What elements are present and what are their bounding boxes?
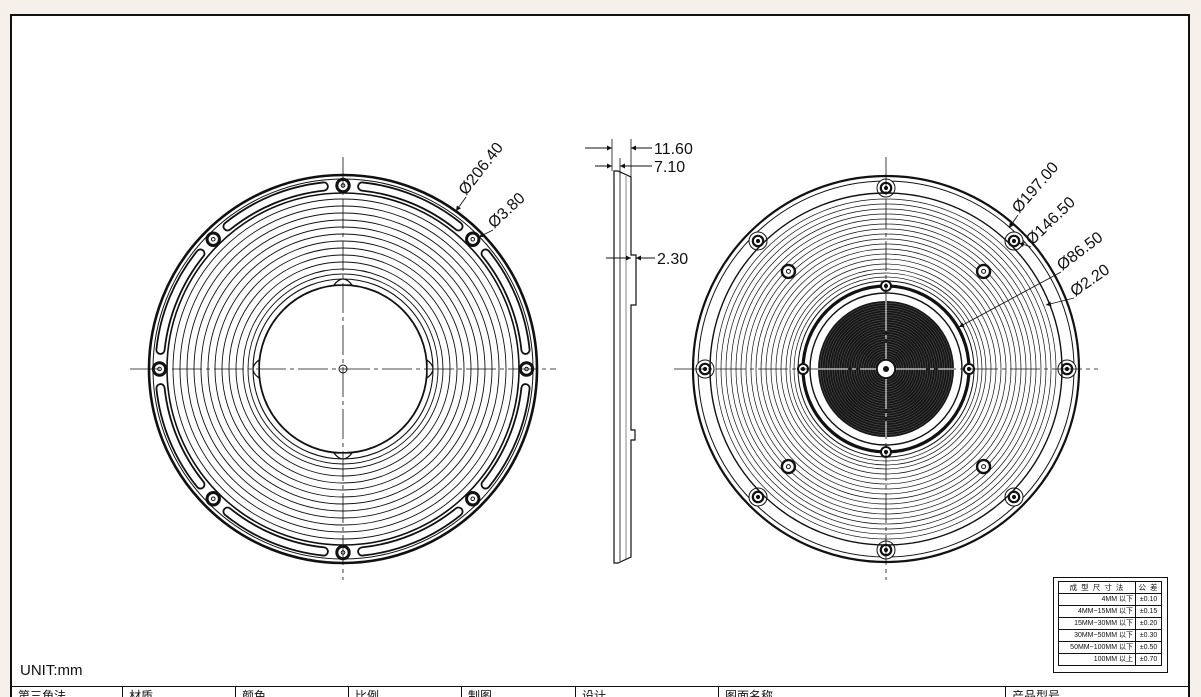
- title-block-cell: 产品型号: [1005, 687, 1188, 697]
- tolerance-row: 50MM~100MM 以下 ±0.50: [1058, 641, 1162, 654]
- mounting-slot-interior: [482, 384, 529, 488]
- title-block-cell: 制图: [461, 687, 575, 697]
- dimensions: [455, 139, 1075, 328]
- mounting-slot-interior: [358, 508, 462, 555]
- screw-hole: [780, 263, 797, 280]
- tolerance-header-row: 成 型 尺 寸 法 公 差: [1058, 581, 1162, 594]
- mounting-hole-center: [210, 236, 216, 242]
- tolerance-range: 100MM 以上: [1058, 653, 1136, 666]
- screw-hole-center: [981, 464, 987, 470]
- tolerance-value: ±0.15: [1135, 605, 1162, 618]
- screw-hole-center: [785, 464, 791, 470]
- tolerance-range: 50MM~100MM 以下: [1058, 641, 1136, 654]
- title-block-cell: 颜色: [235, 687, 348, 697]
- unit-label: UNIT:mm: [20, 662, 83, 679]
- hole-diameter-leader: [478, 229, 494, 238]
- title-block-cell: 材质: [122, 687, 235, 697]
- drafter-label: 制图: [468, 689, 493, 697]
- fixing-hole-center: [755, 238, 761, 244]
- outer-diameter-leader: [455, 196, 467, 212]
- tolerance-range: 30MM~50MM 以下: [1058, 629, 1136, 642]
- tolerance-row: 100MM 以上 ±0.70: [1058, 653, 1162, 666]
- mounting-hole: [205, 231, 221, 247]
- aperture-tab: [332, 278, 354, 286]
- mounting-hole: [465, 231, 481, 247]
- fixing-hole-center: [1011, 238, 1017, 244]
- side-profile: [613, 170, 637, 564]
- front-view: [130, 157, 556, 580]
- projection-method-label: 第三角法: [18, 689, 67, 697]
- tolerance-table: 成 型 尺 寸 法 公 差 4MM 以下 ±0.10 4MM~15MM 以下 ±…: [1053, 577, 1168, 673]
- hole-circle-leader: [1018, 242, 1032, 248]
- mounting-slot-interior: [157, 250, 204, 354]
- screw-hole: [975, 263, 992, 280]
- front-outer-diameter-label: Ø206.40: [456, 140, 507, 199]
- center-point: [883, 366, 889, 372]
- flange-thickness-label: 7.10: [654, 159, 685, 176]
- tolerance-range: 4MM~15MM 以下: [1058, 605, 1136, 618]
- tolerance-range: 4MM 以下: [1058, 593, 1136, 606]
- tolerance-value: ±0.20: [1135, 617, 1162, 630]
- tolerance-row: 15MM~30MM 以下 ±0.20: [1058, 617, 1162, 630]
- screw-hole-center: [981, 268, 987, 274]
- screw-hole: [780, 458, 797, 475]
- tolerance-grid: 成 型 尺 寸 法 公 差 4MM 以下 ±0.10 4MM~15MM 以下 ±…: [1058, 581, 1162, 666]
- title-block-cell: 比例: [348, 687, 461, 697]
- back-hole-leader: [1045, 297, 1075, 307]
- scale-label: 比例: [355, 689, 380, 697]
- tolerance-value: ±0.70: [1135, 653, 1162, 666]
- mounting-slot-interior: [358, 183, 462, 230]
- side-view: [613, 170, 637, 564]
- product-model-label: 产品型号: [1012, 689, 1061, 697]
- tolerance-row: 30MM~50MM 以下 ±0.30: [1058, 629, 1162, 642]
- tolerance-row: 4MM~15MM 以下 ±0.15: [1058, 605, 1162, 618]
- tolerance-header-range: 成 型 尺 寸 法: [1058, 581, 1136, 594]
- title-block-cell: 设计: [575, 687, 718, 697]
- tolerance-value: ±0.50: [1135, 641, 1162, 654]
- mounting-slot-interior: [224, 183, 328, 230]
- back-view: [674, 157, 1098, 580]
- tolerance-value: ±0.30: [1135, 629, 1162, 642]
- front-hole-diameter-label: Ø3.80: [485, 190, 529, 232]
- lip-height-label: 2.30: [657, 251, 688, 268]
- fixing-hole-center: [1011, 494, 1017, 500]
- tolerance-value: ±0.10: [1135, 593, 1162, 606]
- overall-thickness-label: 11.60: [654, 141, 693, 158]
- mounting-hole-center: [210, 496, 216, 502]
- fixing-hole-center: [755, 494, 761, 500]
- screw-hole: [975, 458, 992, 475]
- title-block-cell: 第三角法: [12, 687, 122, 697]
- mounting-slot-interior: [482, 250, 529, 354]
- title-block: 第三角法 材质 颜色 比例 制图 设计 图面名称 产品型号: [12, 686, 1188, 697]
- mounting-hole: [465, 491, 481, 507]
- color-label: 颜色: [242, 689, 267, 697]
- material-label: 材质: [129, 689, 154, 697]
- drawing-name-label: 图面名称: [725, 689, 774, 697]
- mounting-hole: [205, 491, 221, 507]
- mounting-hole-center: [470, 236, 476, 242]
- mounting-hole-center: [470, 496, 476, 502]
- tolerance-header-value: 公 差: [1135, 581, 1162, 594]
- tolerance-range: 15MM~30MM 以下: [1058, 617, 1136, 630]
- hub-diameter-leader: [958, 271, 1062, 328]
- designer-label: 设计: [582, 689, 607, 697]
- mounting-slot-interior: [157, 384, 204, 488]
- back-outer-diameter-leader: [1008, 214, 1019, 229]
- mounting-slot-interior: [224, 508, 328, 555]
- title-block-cell: 图面名称: [718, 687, 1005, 697]
- tolerance-row: 4MM 以下 ±0.10: [1058, 593, 1162, 606]
- screw-hole-center: [785, 268, 791, 274]
- back-hole-diameter-label: Ø2.20: [1068, 261, 1114, 300]
